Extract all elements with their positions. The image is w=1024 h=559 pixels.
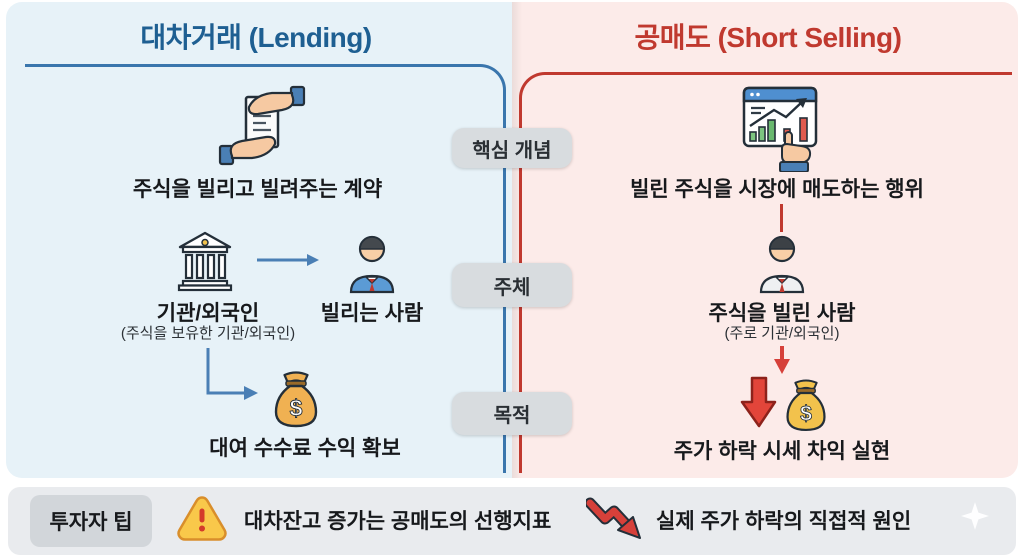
short-seller-label: 주식을 빌린 사람 [708, 302, 856, 325]
investor-tip-bar: 투자자 팁 대차잔고 증가는 공매도의 선행지표 실제 주가 하락의 직접적 원… [8, 487, 1016, 555]
lender-label: 기관/외국인 [156, 302, 260, 325]
row-label-concept: 핵심 개념 [452, 128, 572, 168]
short-goal-text: 주가 하락 시세 차익 실현 [673, 440, 891, 463]
lending-tip-text: 대차잔고 증가는 공매도의 선행지표 [244, 510, 552, 533]
lend-flow-arrow-icon [257, 254, 319, 266]
lending-panel-background [6, 2, 512, 478]
short-concept-text: 빌린 주식을 시장에 매도하는 행위 [630, 178, 924, 201]
price-drop-zigzag-icon [586, 497, 641, 539]
short-seller-note: (주로 기관/외국인) [724, 325, 840, 342]
borrower-person-icon [349, 235, 395, 294]
borrower-label: 빌리는 사람 [320, 302, 424, 325]
warning-icon [177, 496, 227, 541]
sparkle-icon [961, 502, 989, 530]
lender-note: (주식을 보유한 기관/외국인) [120, 325, 296, 342]
price-fall-block-arrow-icon [740, 376, 777, 428]
money-bag-icon: $ [786, 379, 826, 432]
tip-label-badge: 투자자 팁 [30, 495, 152, 547]
lending-goal-text: 대여 수수료 수익 확보 [209, 437, 401, 460]
row-label-goal: 목적 [452, 392, 572, 435]
lending-panel-title: 대차거래 (Lending) [140, 22, 372, 53]
short-seller-person-icon [759, 235, 805, 294]
panel-divider-shadow [512, 2, 522, 478]
comparison-panels [6, 2, 1018, 478]
lending-concept-text: 주식을 빌리고 빌려주는 계약 [132, 178, 383, 201]
bank-icon [177, 231, 233, 292]
fee-flow-connector-icon [206, 348, 258, 400]
short-selling-panel-title: 공매도 (Short Selling) [634, 22, 902, 53]
row-label-subject: 주체 [452, 263, 572, 307]
contract-hands-icon [218, 85, 306, 166]
money-bag-icon: $ [274, 371, 318, 428]
dollar-sign: $ [800, 403, 812, 426]
chart-click-icon [742, 86, 818, 172]
down-flow-arrow-icon [774, 346, 790, 374]
short-flow-connector [780, 204, 783, 232]
dollar-sign: $ [290, 395, 303, 421]
short-tip-text: 실제 주가 하락의 직접적 원인 [656, 510, 912, 533]
